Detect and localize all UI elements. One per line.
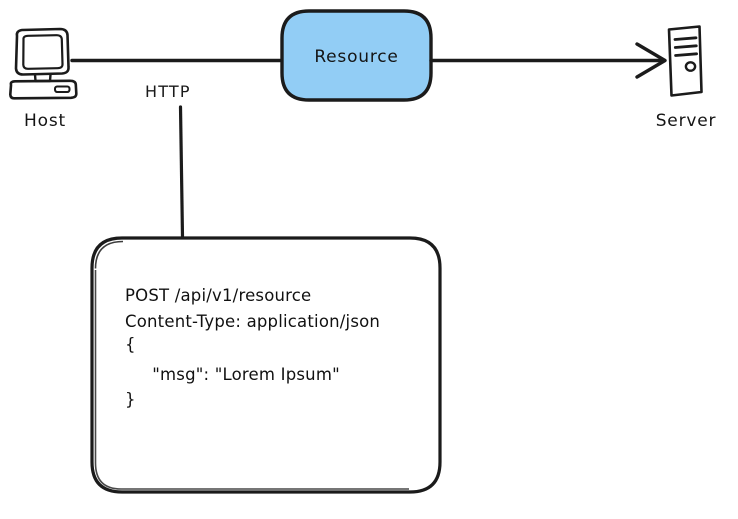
payload-box-shape bbox=[90, 236, 442, 494]
desktop-computer-icon bbox=[9, 27, 78, 100]
payload-box-sketch-stroke-bottom bbox=[94, 270, 409, 490]
payload-line: { bbox=[125, 335, 136, 354]
host-label: Host bbox=[24, 111, 66, 131]
edge-label-http: HTTP bbox=[145, 82, 191, 101]
payload-line: "msg": "Lorem Ipsum" bbox=[125, 365, 340, 384]
payload-box-sketch-stroke-top-left bbox=[94, 240, 124, 269]
payload-line: POST /api/v1/resource bbox=[125, 286, 311, 305]
server-tower-icon bbox=[667, 25, 703, 97]
payload-line: Content-Type: application/json bbox=[125, 312, 380, 331]
resource-node[interactable]: Resource bbox=[280, 9, 433, 102]
payload-line: } bbox=[125, 390, 136, 409]
edge-http-to-payload bbox=[178, 105, 185, 239]
payload-box[interactable]: POST /api/v1/resource Content-Type: appl… bbox=[90, 236, 442, 494]
arrow-head-icon bbox=[635, 42, 667, 79]
server-label: Server bbox=[656, 111, 717, 131]
resource-box-shape bbox=[280, 9, 433, 102]
resource-label: Resource bbox=[314, 47, 398, 67]
